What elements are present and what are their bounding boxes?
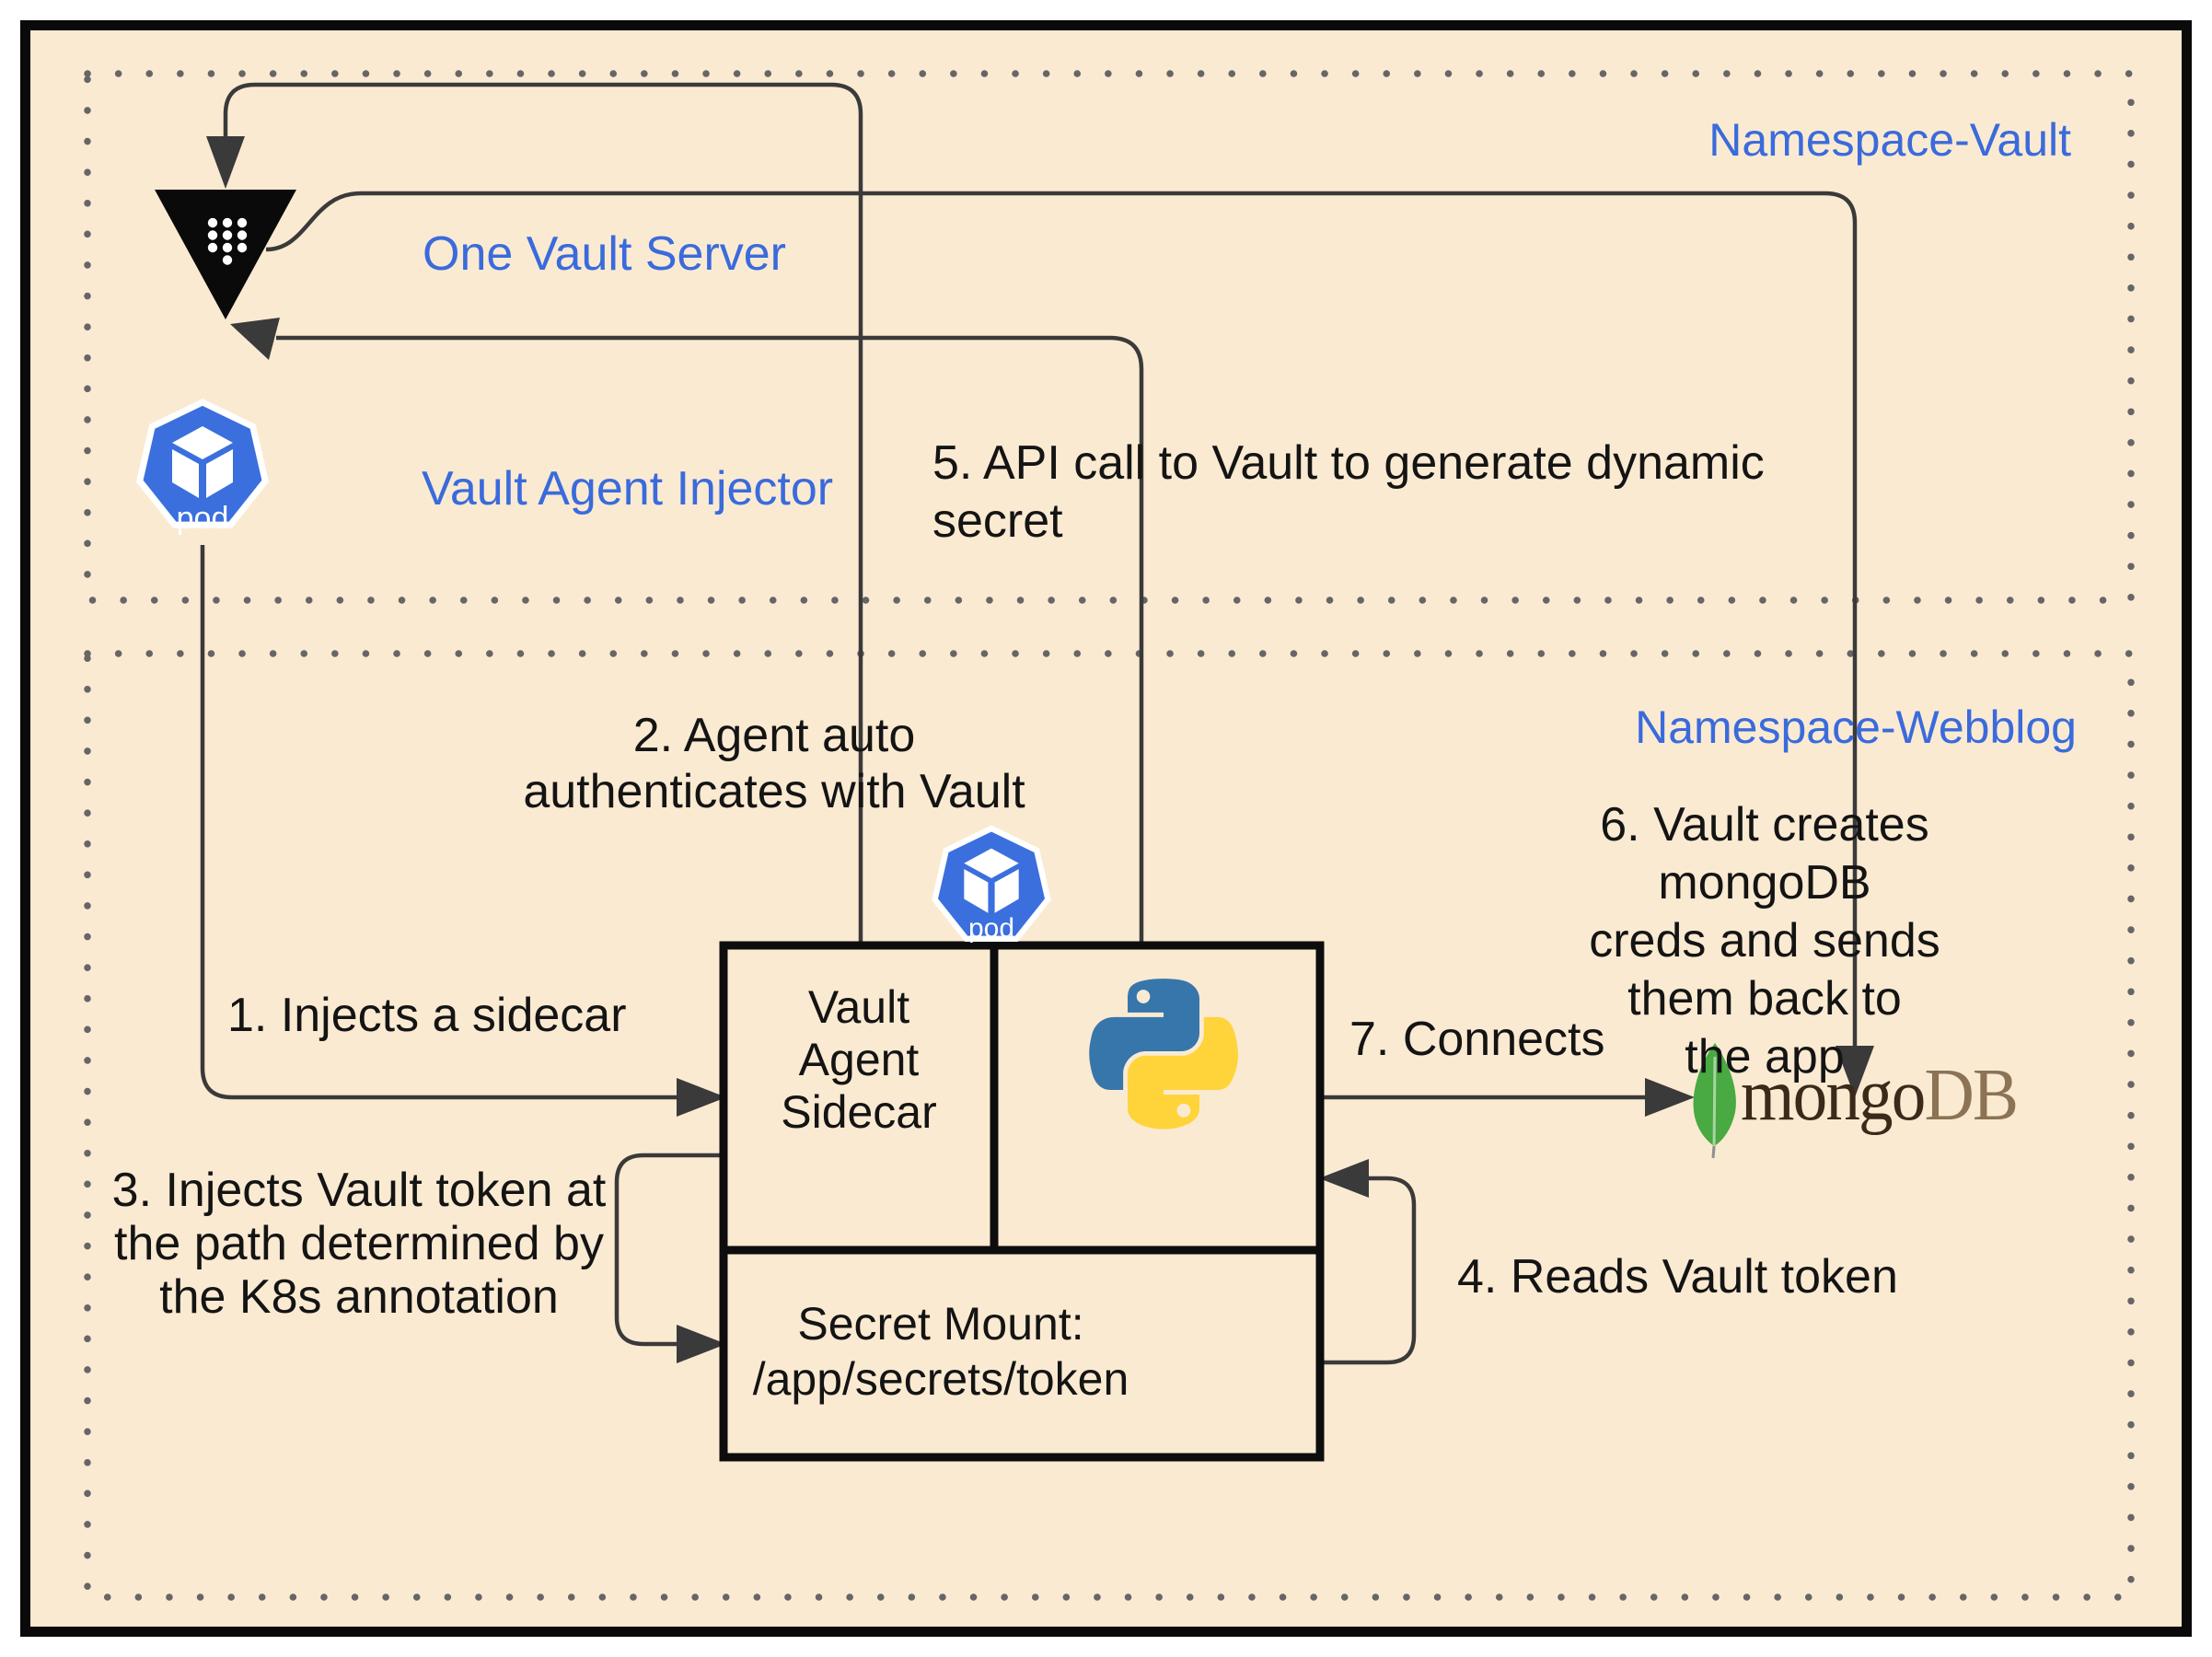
- arrow-1-inject-line: [200, 545, 681, 1100]
- arrow-6-creds-line: [265, 191, 1858, 1049]
- arrow-heads: [206, 136, 1874, 1363]
- step-5-label: 5. API call to Vault to generate dynamic…: [932, 436, 1765, 548]
- arrowhead-2-into-vault: [206, 136, 245, 189]
- arrowhead-6-into-mongodb: [1836, 1046, 1874, 1097]
- mongodb-wordmark-db: DB: [1924, 1055, 2020, 1136]
- secret-mount-label: Secret Mount: /app/secrets/token: [752, 1298, 1129, 1405]
- mongodb-wordmark: mongoDB: [1741, 1059, 2019, 1132]
- python-icon: [1089, 979, 1239, 1130]
- arrow-3-token-loop-line: [614, 1153, 724, 1347]
- injector-pod-badge-label: pod: [176, 501, 229, 536]
- kubernetes-pod-icon-injector: [136, 399, 269, 528]
- vault-logo-icon: [155, 190, 296, 319]
- namespace-vault-label: Namespace-Vault: [1708, 114, 2071, 166]
- vault-server-label: One Vault Server: [423, 227, 787, 281]
- diagram-outer-border: [20, 20, 2192, 1637]
- arrowhead-4-into-app: [1319, 1159, 1369, 1198]
- step-1-label: 1. Injects a sidecar: [227, 989, 627, 1042]
- app-pod-box: [719, 941, 1325, 1462]
- namespace-webblog-boundary: [84, 650, 2135, 1601]
- arrow-2-auth-line: [223, 82, 863, 945]
- flow-arrows: [200, 82, 1858, 1365]
- kubernetes-pod-icon-app: [932, 825, 1051, 942]
- arrowhead-3-into-secret-mount: [677, 1325, 726, 1363]
- cube-glyph: [172, 426, 233, 498]
- step-6-label: 6. Vault creates mongoDB creds and sends…: [1589, 798, 1940, 1083]
- step-4-label: 4. Reads Vault token: [1457, 1250, 1898, 1304]
- arrowhead-7-into-mongodb: [1645, 1078, 1695, 1117]
- namespace-vault-boundary: [84, 70, 2135, 604]
- app-pod-box-outline: [719, 941, 1325, 1462]
- mongodb-wordmark-mongo: mongo: [1741, 1055, 1926, 1136]
- step-3-label: 3. Injects Vault token at the path deter…: [111, 1164, 607, 1324]
- vault-agent-injector-label: Vault Agent Injector: [422, 462, 834, 516]
- arrow-5-api-call-line: [276, 335, 1144, 945]
- namespace-webblog-label: Namespace-Webblog: [1635, 701, 2077, 753]
- step-7-label: 7. Connects: [1349, 1013, 1605, 1066]
- arrow-4-reads-loop-line: [1320, 1176, 1417, 1365]
- app-pod-badge-label: pod: [967, 913, 1015, 944]
- mongodb-leaf-icon: [1693, 1043, 1736, 1159]
- arrowhead-1-into-pod: [677, 1078, 726, 1117]
- arrowhead-5-into-vault: [230, 318, 280, 360]
- vault-agent-sidecar-label: Vault Agent Sidecar: [781, 981, 937, 1138]
- step-2-label: 2. Agent auto authenticates with Vault: [523, 709, 1025, 818]
